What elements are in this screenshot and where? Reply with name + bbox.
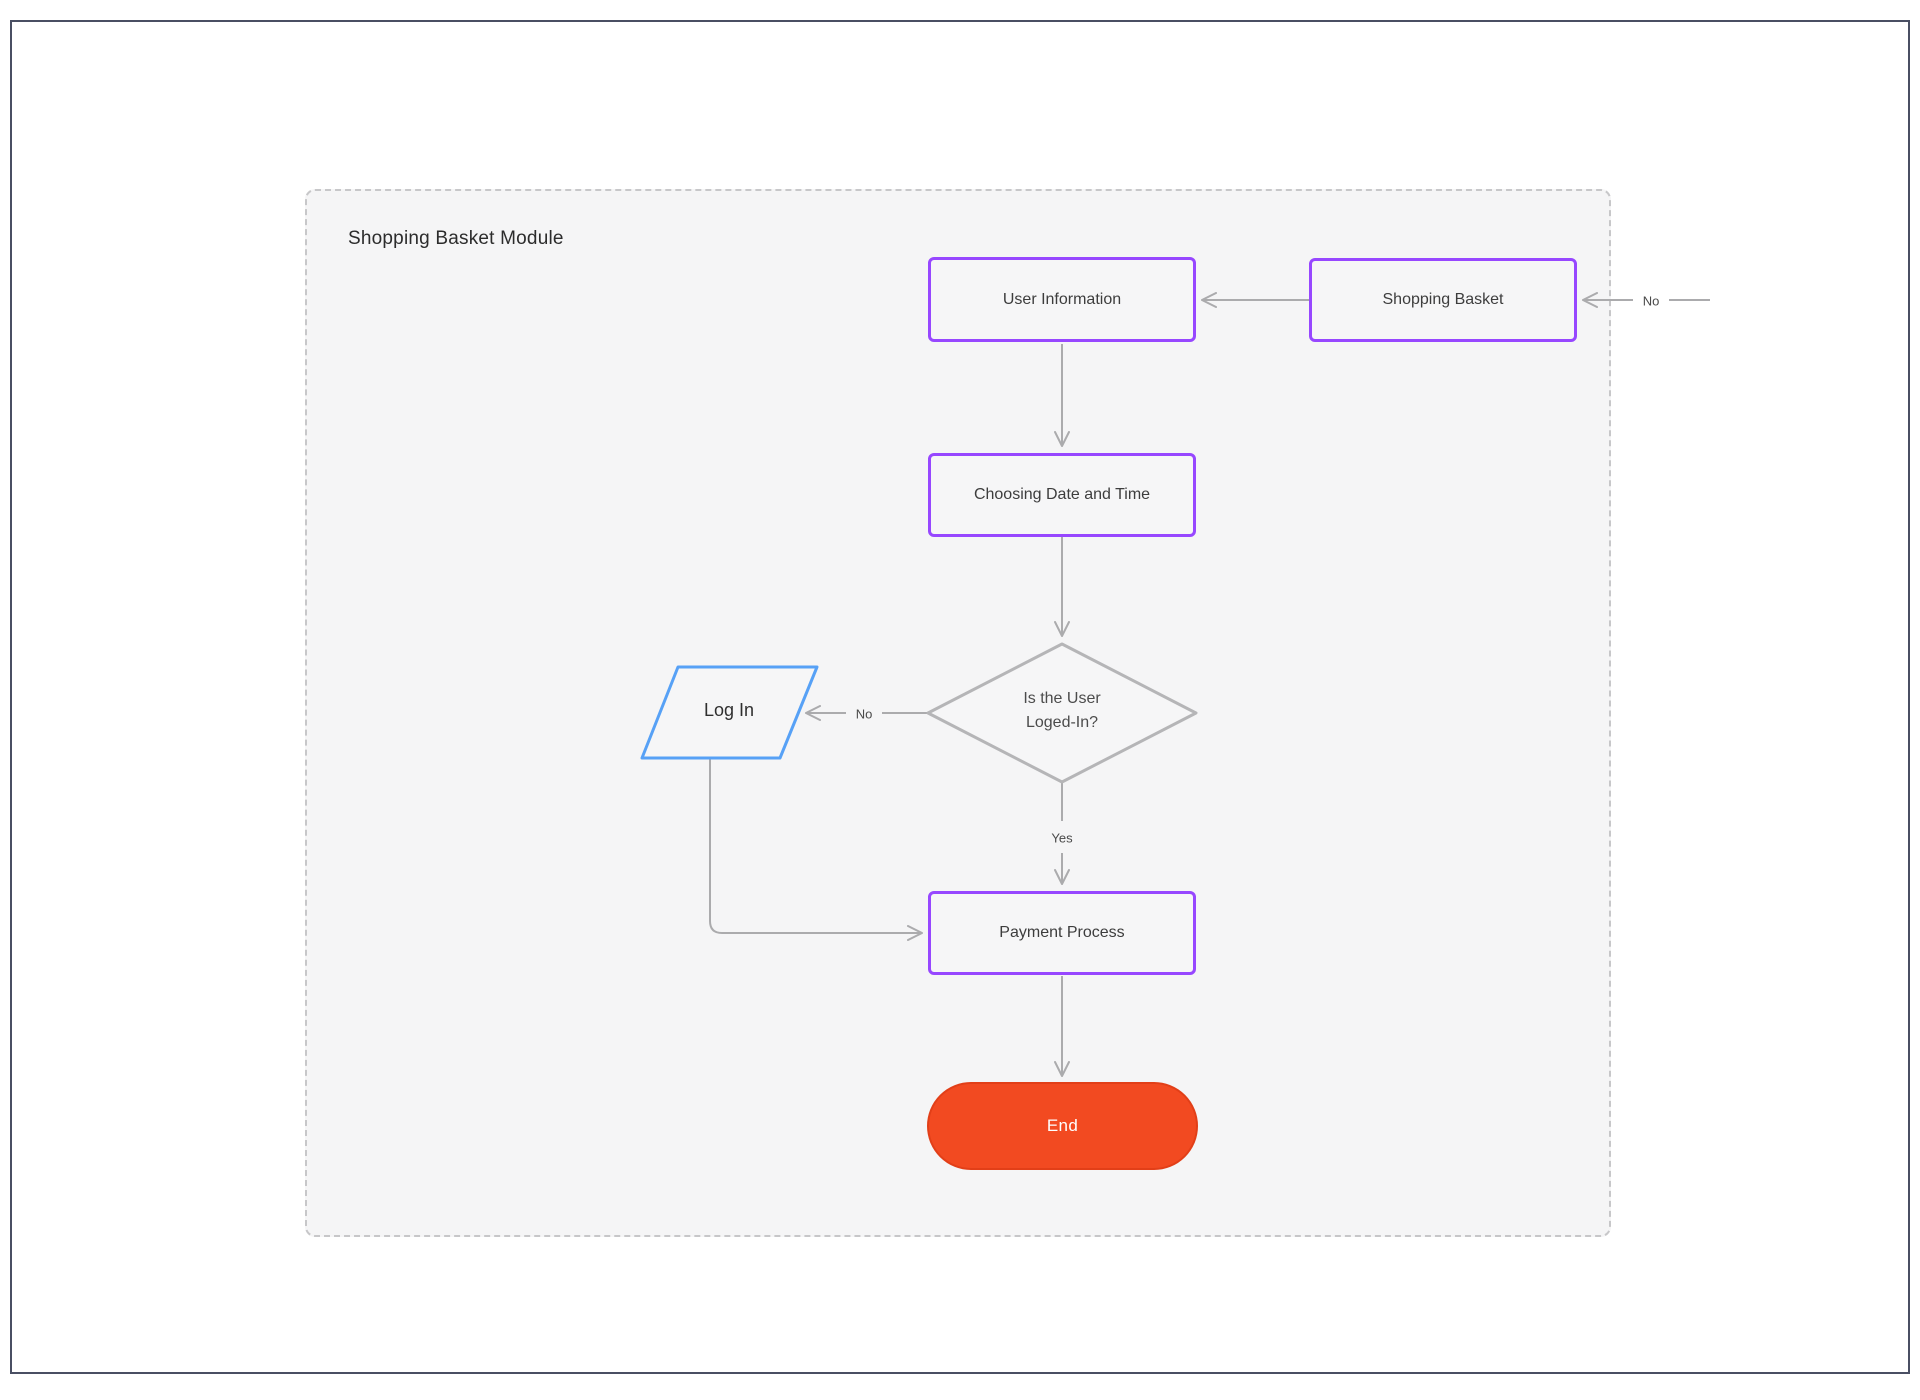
node-payment-process-label: Payment Process [999, 924, 1125, 941]
node-user-information[interactable]: User Information [928, 257, 1196, 342]
edge-label-decision-no: No [855, 706, 873, 722]
node-log-in-shape[interactable] [640, 665, 819, 760]
node-decision-diamond[interactable] [926, 642, 1198, 784]
node-end-label: End [1046, 1116, 1079, 1135]
node-choosing-date-and-time-label: Choosing Date and Time [973, 486, 1151, 503]
node-end[interactable]: End [927, 1082, 1198, 1170]
node-decision-label: Is the User Loged-In? [962, 687, 1162, 735]
node-shopping-basket-label: Shopping Basket [1382, 291, 1504, 308]
node-user-information-label: User Information [1002, 290, 1122, 308]
node-decision-label-line1: Is the User [1023, 690, 1101, 707]
module-title: Shopping Basket Module [348, 228, 564, 249]
node-decision-label-line2: Loged-In? [1025, 714, 1099, 731]
node-choosing-date-and-time[interactable]: Choosing Date and Time [928, 453, 1196, 537]
edge-label-external-no: No [1642, 293, 1660, 309]
node-payment-process[interactable]: Payment Process [928, 891, 1196, 975]
edge-label-decision-yes: Yes [1051, 830, 1073, 846]
node-log-in-label: Log In [703, 700, 755, 720]
node-shopping-basket[interactable]: Shopping Basket [1309, 258, 1577, 342]
